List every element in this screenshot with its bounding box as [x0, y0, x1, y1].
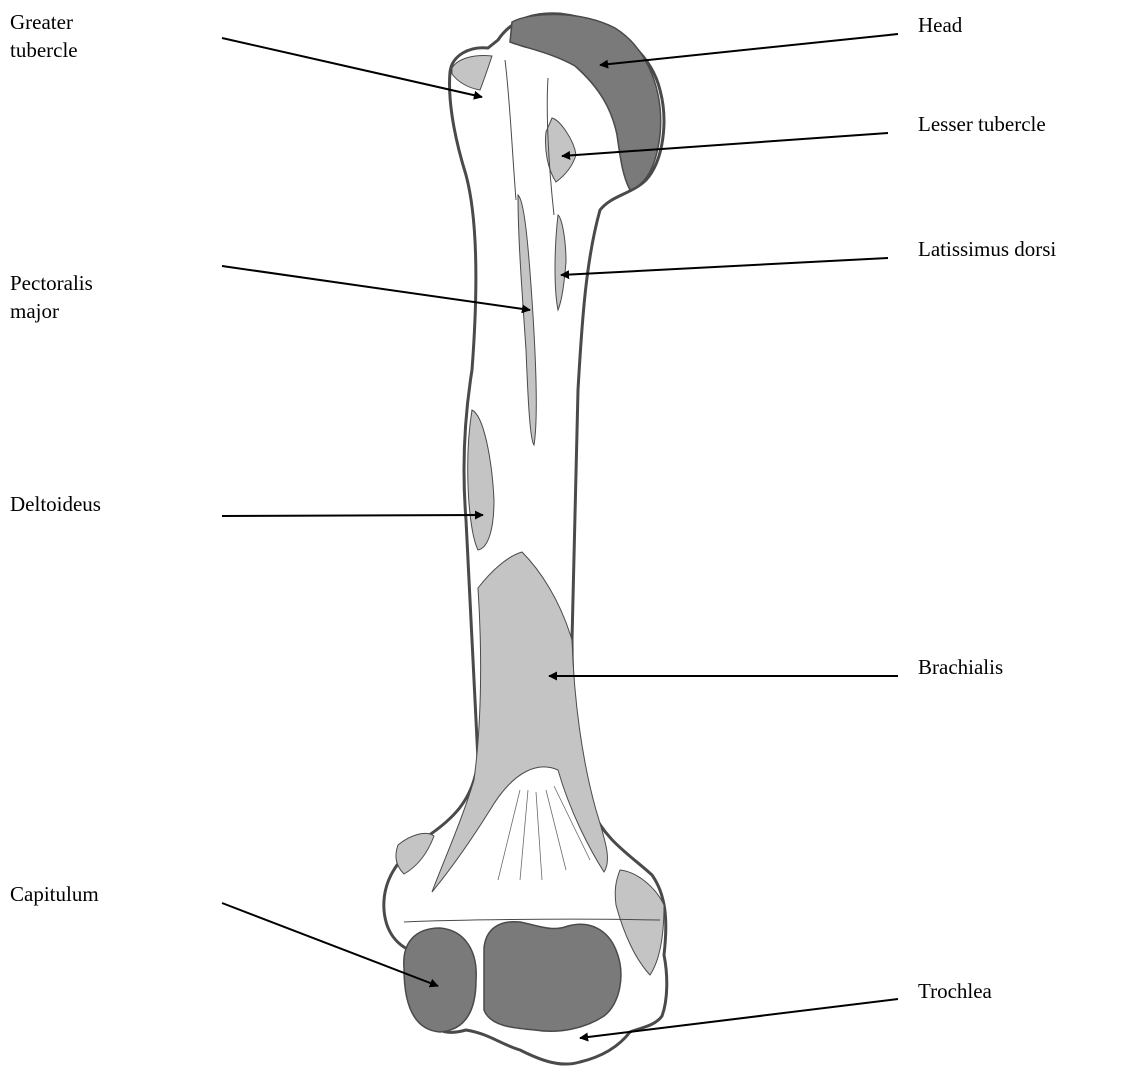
- latissimus-dorsi-pointer: [561, 258, 888, 275]
- head-pointer: [600, 34, 898, 65]
- capitulum-surface: [404, 928, 476, 1032]
- label-capitulum: Capitulum: [10, 880, 99, 908]
- label-greater-tubercle-line-2: tubercle: [10, 36, 78, 64]
- label-trochlea: Trochlea: [918, 977, 992, 1005]
- label-deltoideus: Deltoideus: [10, 490, 101, 518]
- trochlea-surface: [484, 922, 621, 1032]
- label-lesser-tubercle: Lesser tubercle: [918, 110, 1046, 138]
- label-brachialis: Brachialis: [918, 653, 1003, 681]
- label-pectoralis-major-line-2: major: [10, 297, 93, 325]
- label-pectoralis-major-line-1: Pectoralis: [10, 269, 93, 297]
- greater-tubercle-pointer: [222, 38, 482, 97]
- label-latissimus-dorsi: Latissimus dorsi: [918, 235, 1056, 263]
- label-head: Head: [918, 11, 962, 39]
- deltoideus-pointer: [222, 515, 483, 516]
- label-pectoralis-major: Pectoralis major: [10, 269, 93, 325]
- label-greater-tubercle-line-1: Greater: [10, 8, 78, 36]
- label-greater-tubercle: Greater tubercle: [10, 8, 78, 64]
